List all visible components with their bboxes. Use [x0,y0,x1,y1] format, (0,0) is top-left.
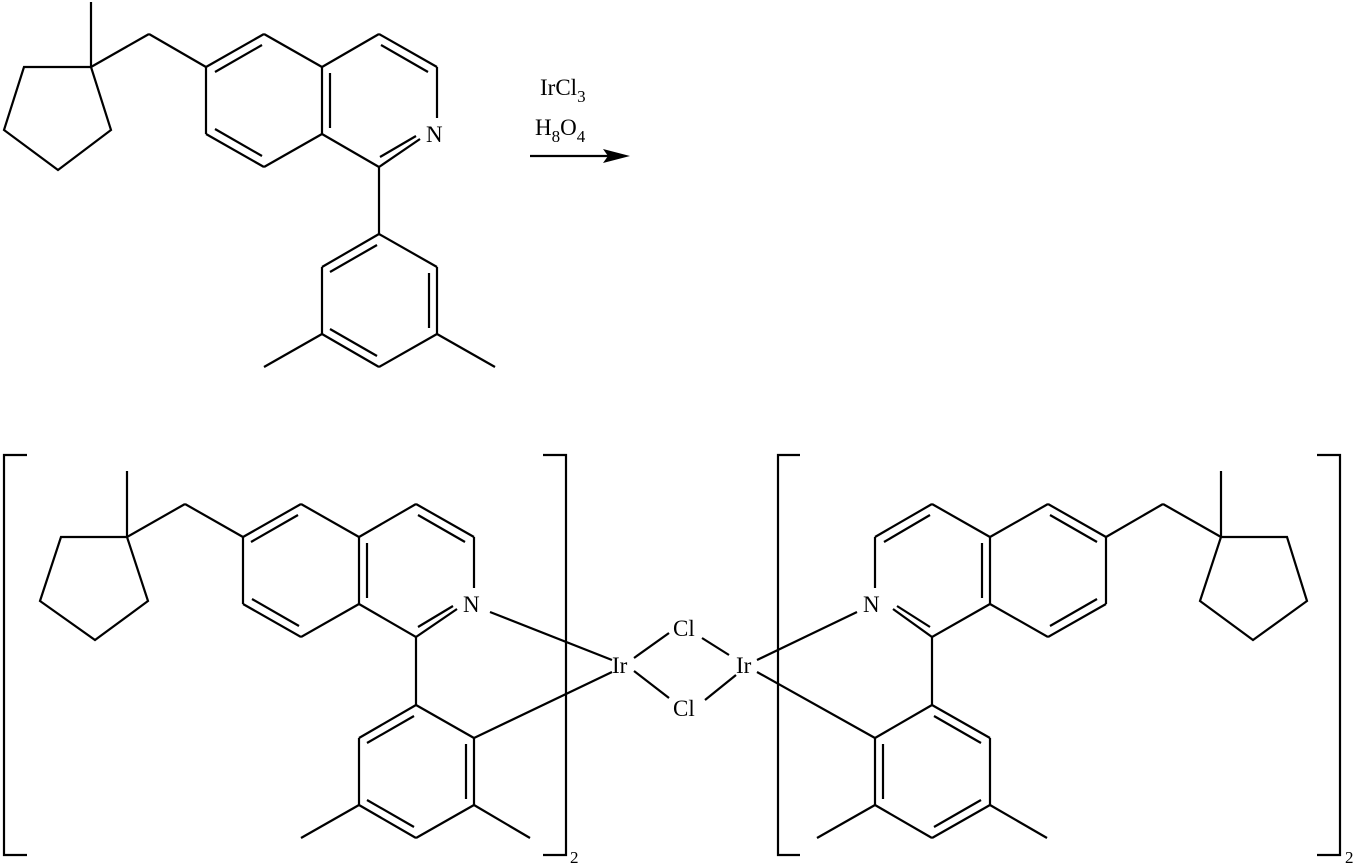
iridium-left-label: Ir [612,653,628,678]
reaction-arrow-icon [530,149,630,163]
product-right-ligand: 2 N [756,453,1354,864]
iridium-right-label: Ir [736,653,752,678]
left-multiplier: 2 [570,848,579,864]
iridium-chloride-core: Ir Ir Cl Cl [612,616,752,721]
chlorine-top-label: Cl [673,616,695,641]
product-left-ligand: 2 N [2,453,613,864]
reactant-molecule: N [2,2,496,368]
reagent-ircl3: IrCl3 [540,75,586,106]
right-multiplier: 2 [1345,848,1354,864]
reagent-h8o4: H8O4 [535,115,586,146]
reaction-conditions: IrCl3 H8O4 [530,75,630,163]
nitrogen-label: N [426,122,443,147]
nitrogen-label: N [463,592,480,617]
nitrogen-label: N [863,592,880,617]
chlorine-bottom-label: Cl [673,696,695,721]
